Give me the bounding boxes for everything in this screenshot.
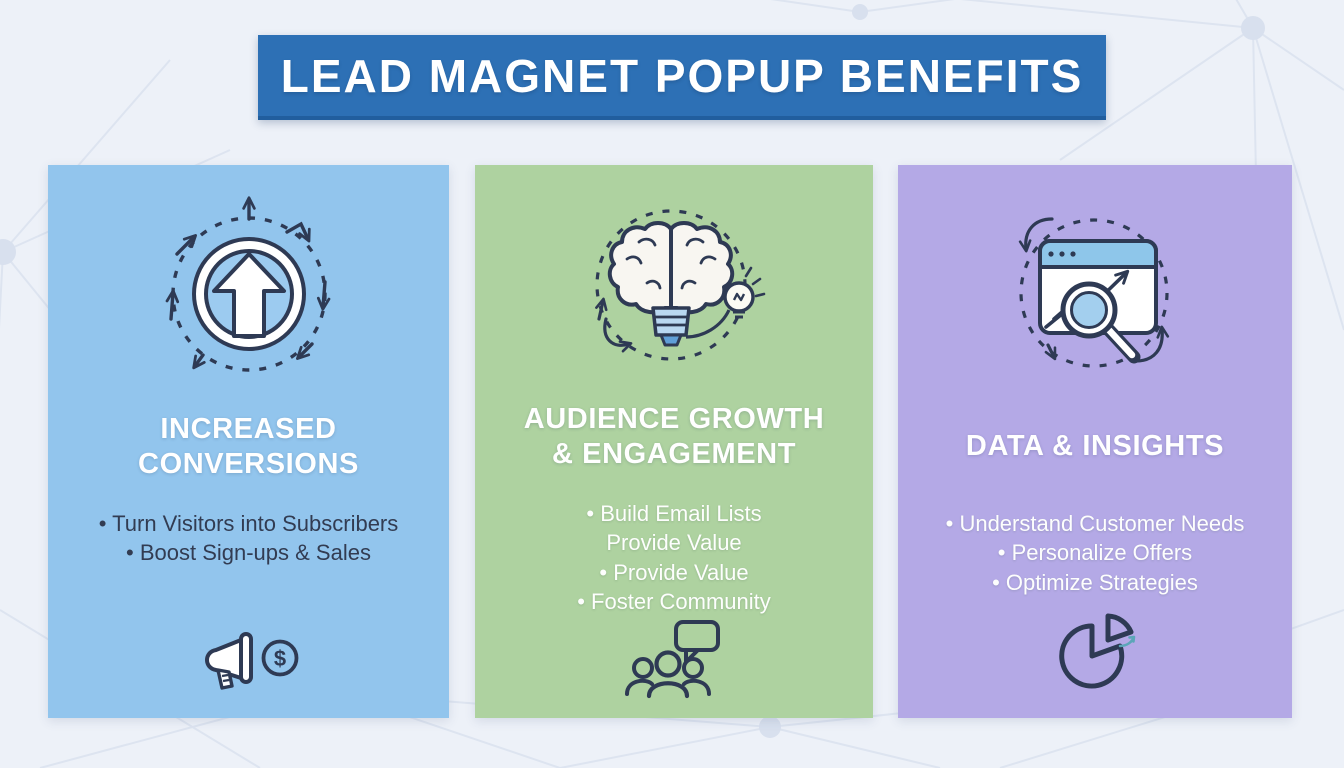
- bullet-item: • Build Email Lists: [586, 501, 762, 526]
- benefit-list: • Understand Customer Needs • Personaliz…: [946, 509, 1245, 597]
- title-banner: LEAD MAGNET POPUP BENEFITS: [258, 35, 1106, 120]
- bullet-item: • Provide Value: [599, 559, 749, 585]
- bullet-item: • Optimize Strategies: [992, 569, 1198, 595]
- card-audience-growth-engagement: AUDIENCE GROWTH & ENGAGEMENT • Build Ema…: [475, 165, 873, 718]
- card-title: DATA & INSIGHTS: [965, 430, 1225, 463]
- bullet-item: • Understand Customer Needs: [945, 511, 1245, 536]
- analytics-magnifier-icon: [988, 195, 1203, 393]
- bullet-item: • Foster Community: [577, 588, 771, 614]
- benefit-list: • Build Email Lists Provide Value • Prov…: [577, 499, 771, 616]
- svg-text:$: $: [273, 646, 285, 671]
- community-chat-icon: [616, 616, 732, 700]
- bullet-item: Provide Value: [606, 530, 742, 556]
- megaphone-dollar-icon: $: [184, 628, 314, 692]
- bullet-item: • Turn Visitors into Subscribers: [98, 511, 399, 536]
- benefit-list: • Turn Visitors into Subscribers • Boost…: [99, 509, 399, 568]
- page-title: LEAD MAGNET POPUP BENEFITS: [280, 49, 1084, 102]
- card-title: AUDIENCE GROWTH & ENGAGEMENT: [523, 402, 825, 470]
- card-title: INCREASED CONVERSIONS: [138, 412, 359, 480]
- bullet-item: • Personalize Offers: [997, 540, 1193, 566]
- brain-lightbulb-icon: [569, 195, 779, 383]
- card-increased-conversions: INCREASED CONVERSIONS • Turn Visitors in…: [48, 165, 449, 718]
- growth-arrow-circle-icon: [149, 195, 349, 393]
- pie-chart-icon: [1052, 610, 1138, 692]
- card-data-insights: DATA & INSIGHTS • Understand Customer Ne…: [898, 165, 1292, 718]
- bullet-item: • Boost Sign-ups & Sales: [126, 540, 371, 566]
